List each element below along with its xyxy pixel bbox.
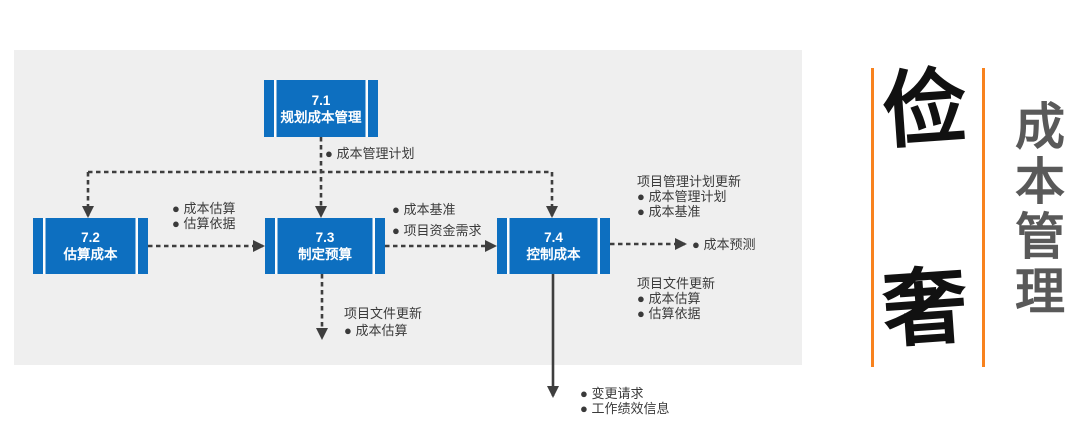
label-line: ● 成本基准 — [637, 204, 701, 219]
process-number: 7.2 — [81, 230, 100, 245]
vertical-chapter-title: 成本管理 — [1008, 100, 1064, 320]
label-line: 项目文件更新 — [344, 306, 423, 321]
process-title: 制定预算 — [298, 247, 352, 262]
label-group-change-requests: ● 变更请求 ● 工作绩效信息 — [580, 386, 669, 416]
label-line: ● 项目资金需求 — [392, 223, 482, 238]
process-box-7-4: 7.4 控制成本 — [497, 218, 610, 274]
label-line: ● 成本估算 — [172, 201, 236, 216]
label-group-control-outputs-bottom: 项目文件更新 ● 成本估算 ● 估算依据 — [637, 276, 715, 321]
process-number: 7.1 — [311, 92, 331, 108]
accent-line-left — [871, 68, 874, 367]
label-group-budget-outputs: ● 成本基准 ● 项目资金需求 — [392, 199, 481, 241]
label-line: ● 工作绩效信息 — [580, 401, 670, 416]
label-line: ● 成本基准 — [392, 202, 456, 217]
process-title: 估算成本 — [63, 247, 118, 262]
process-title: 控制成本 — [526, 247, 581, 262]
label-cost-management-plan: ● 成本管理计划 — [325, 146, 415, 161]
banner-char-jian: 俭 — [879, 59, 971, 159]
process-number: 7.4 — [544, 230, 563, 245]
label-line: ● 成本管理计划 — [637, 189, 727, 204]
process-box-7-3: 7.3 制定预算 — [265, 218, 385, 274]
label-line: ● 估算依据 — [172, 216, 236, 231]
process-box-7-1: 7.1 规划成本管理 — [264, 80, 378, 137]
process-number: 7.3 — [315, 230, 335, 245]
label-line: 项目文件更新 — [637, 276, 716, 291]
label-line: ● 估算依据 — [637, 306, 701, 321]
process-title: 规划成本管理 — [280, 109, 362, 125]
label-line: 项目管理计划更新 — [637, 174, 742, 189]
process-box-7-2: 7.2 估算成本 — [33, 218, 148, 274]
label-group-estimate-outputs: ● 成本估算 ● 估算依据 — [172, 201, 235, 231]
label-cost-forecast: ● 成本预测 — [692, 237, 756, 252]
accent-line-right — [982, 68, 985, 367]
label-line: ● 成本估算 — [637, 291, 701, 306]
label-line: ● 成本估算 — [344, 323, 408, 338]
diagram-background-panel — [14, 50, 802, 365]
label-group-budget-doc-updates: 项目文件更新 ● 成本估算 — [344, 305, 422, 339]
banner-char-she: 奢 — [879, 258, 971, 358]
label-line: ● 变更请求 — [580, 386, 644, 401]
label-group-control-outputs-top: 项目管理计划更新 ● 成本管理计划 ● 成本基准 — [637, 174, 741, 219]
